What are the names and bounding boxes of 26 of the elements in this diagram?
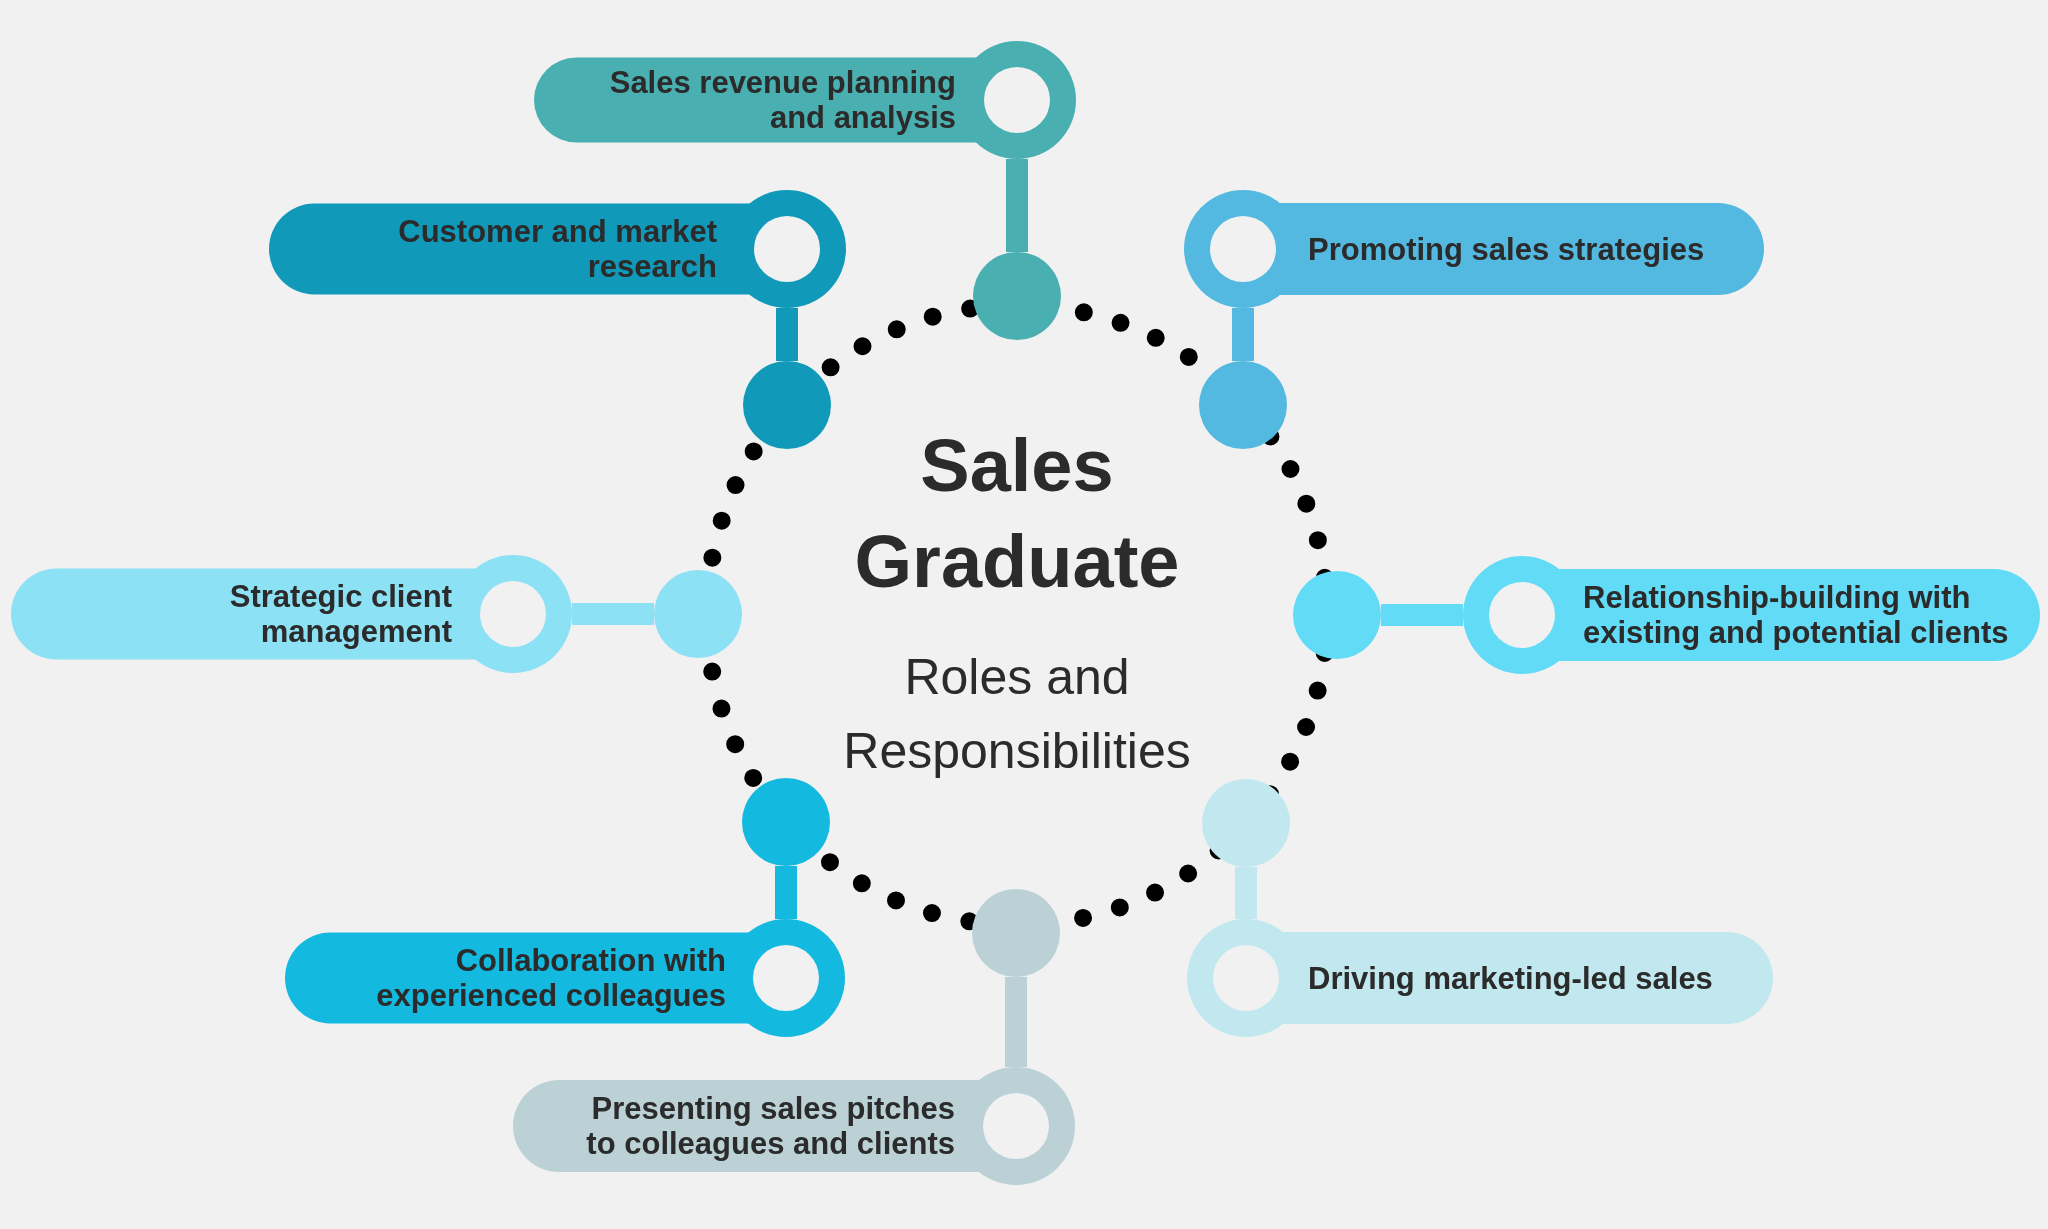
responsibility-pill (513, 1067, 1075, 1185)
subtitle-text: Roles and Responsibilities (842, 648, 1192, 781)
responsibility-pill (1463, 556, 2040, 674)
pill-text: Presenting sales pitches to colleagues and clients (585, 1091, 955, 1161)
connector-stem (1232, 308, 1254, 361)
pill-text: Sales revenue planning and analysis (608, 65, 956, 135)
pill-text: Promoting sales strategies (1308, 231, 1706, 267)
responsibility-pill (1187, 919, 1773, 1037)
connector-stem (776, 308, 798, 361)
pill-text: Driving marketing-led sales (1308, 960, 1714, 996)
responsibility-pill (1184, 190, 1764, 308)
heading-text: Sales Graduate (854, 423, 1180, 605)
connector-stem (1235, 867, 1257, 919)
responsibility-pill (285, 919, 845, 1037)
pill-text: Relationship-building with existing and potential clients (1583, 580, 2010, 650)
pill-text: Customer and market research (397, 214, 717, 284)
connector-stem (572, 603, 654, 625)
responsibility-pill (11, 555, 572, 673)
connector-stem (1381, 604, 1463, 626)
connector-stem (1005, 977, 1027, 1067)
connector-stem (1006, 159, 1028, 252)
connector-stem (775, 866, 797, 919)
pill-text: Strategic client management (228, 579, 452, 649)
pill-text: Collaboration with experienced colleagues (375, 943, 726, 1013)
responsibility-pill (269, 190, 846, 308)
responsibility-pill (534, 41, 1076, 159)
